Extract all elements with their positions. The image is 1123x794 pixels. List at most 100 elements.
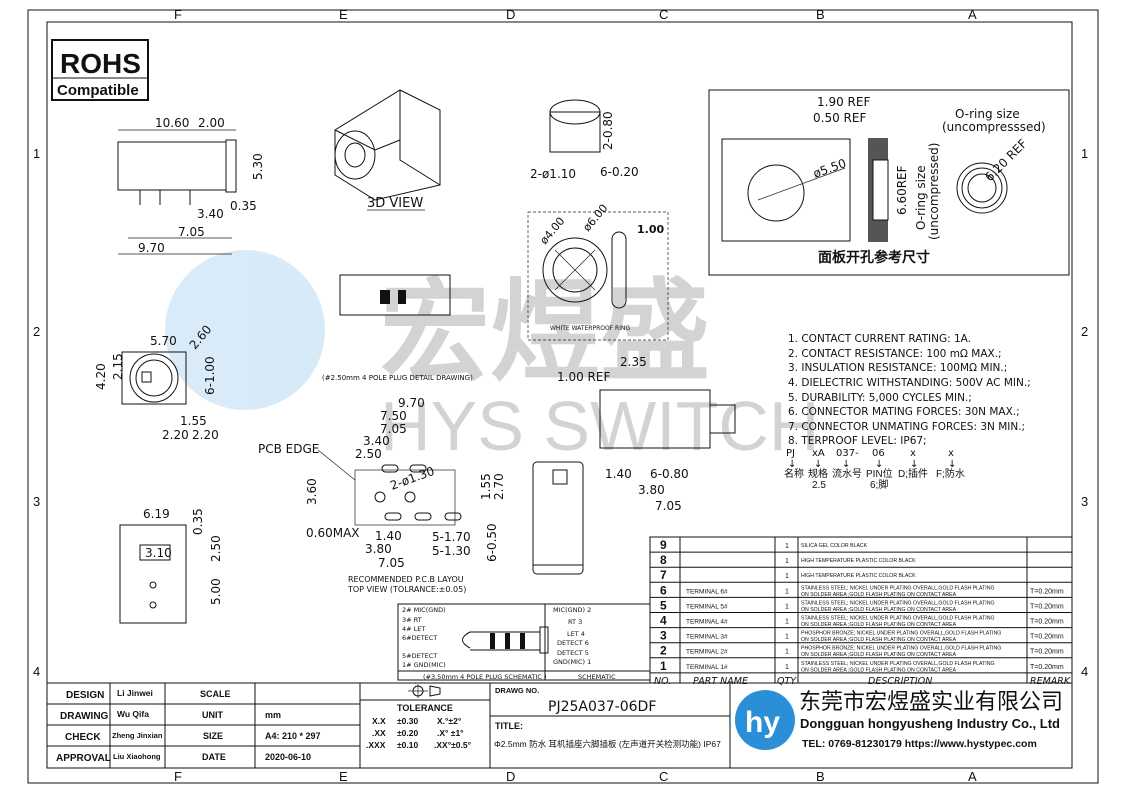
svg-text:2.00: 2.00 — [198, 116, 225, 130]
svg-text:(#3.50mm 4 POLE PLUG SCHEMATIC: (#3.50mm 4 POLE PLUG SCHEMATIC ) — [423, 673, 547, 681]
bom-cell: 3 — [660, 629, 667, 643]
plug-detail-drawing: (#2.50mm 4 POLE PLUG DETAIL DRAWING) — [322, 274, 473, 382]
bom-cell: TERMINAL 2# — [686, 649, 728, 656]
bom-cell: HIGH TEMPERATURE PLASTIC COLOR BLACK — [801, 573, 916, 579]
svg-text:1# GND(MIC): 1# GND(MIC) — [402, 661, 446, 669]
svg-text:±0.20: ±0.20 — [397, 728, 418, 738]
svg-text:1. CONTACT CURRENT RATING: 1A.: 1. CONTACT CURRENT RATING: 1A. — [788, 333, 971, 345]
svg-text:.X° ±1°: .X° ±1° — [437, 728, 464, 738]
svg-text:规格: 规格 — [808, 467, 828, 480]
svg-text:3: 3 — [33, 494, 40, 509]
svg-text:E: E — [339, 769, 348, 784]
rohs-badge: ROHS Compatible — [51, 39, 149, 101]
svg-text:6-0.50: 6-0.50 — [485, 523, 499, 562]
svg-text:3D VIEW: 3D VIEW — [367, 196, 423, 211]
svg-text:2-0.80: 2-0.80 — [601, 111, 615, 150]
svg-text:7.05: 7.05 — [655, 499, 682, 513]
svg-text:↓: ↓ — [948, 459, 956, 470]
bom-cell: 1 — [660, 659, 667, 673]
svg-text:4# LET: 4# LET — [402, 625, 425, 633]
svg-text:GND(MIC) 1: GND(MIC) 1 — [553, 658, 591, 666]
svg-text:PCB EDGE: PCB EDGE — [258, 442, 319, 456]
bom-cell: 1 — [785, 664, 789, 671]
bom-cell: 9 — [660, 538, 667, 552]
bom-cell: 1 — [785, 603, 789, 610]
svg-text:A: A — [968, 769, 977, 784]
bom-cell: 7 — [660, 568, 667, 582]
svg-text:6.20 REF: 6.20 REF — [982, 136, 1030, 184]
bom-cell: PHOSPHOR BRONZE; NICKEL UNDER PLATING OV… — [801, 631, 1001, 637]
svg-text:1.55: 1.55 — [180, 414, 207, 428]
svg-text:9.70: 9.70 — [138, 241, 165, 255]
svg-text:±0.10: ±0.10 — [397, 740, 418, 750]
svg-text:PIN位: PIN位 — [866, 467, 893, 480]
svg-text:10.60: 10.60 — [155, 116, 189, 130]
top-view: 2-0.80 2-ø1.10 6-0.20 — [530, 99, 639, 181]
svg-text:6.19: 6.19 — [143, 507, 170, 521]
svg-text:2. CONTACT RESISTANCE: 100 mΩ: 2. CONTACT RESISTANCE: 100 mΩ MAX.; — [788, 348, 1002, 360]
svg-text:SIZE: SIZE — [203, 731, 223, 741]
svg-text:X.°±2°: X.°±2° — [437, 716, 462, 726]
svg-text:4: 4 — [1081, 664, 1088, 679]
bom-cell: ON SOLDER AREA ;GOLD FLASH PLATING ON CO… — [801, 592, 957, 598]
svg-text:Zheng Jinxian: Zheng Jinxian — [112, 731, 163, 740]
svg-text:6-0.80: 6-0.80 — [650, 467, 689, 481]
svg-text:1: 1 — [1081, 146, 1088, 161]
bom-cell: HIGH TEMPERATURE PLASTIC COLOR BLACK — [801, 558, 916, 564]
svg-text:Liu Xiaohong: Liu Xiaohong — [113, 752, 161, 761]
svg-text:1.00: 1.00 — [637, 223, 664, 236]
svg-text:3# RT: 3# RT — [402, 616, 422, 624]
svg-text:TOLERANCE: TOLERANCE — [397, 703, 453, 713]
svg-text:D: D — [506, 769, 515, 784]
svg-text:5. DURABILITY: 5,000 CYCLES MI: 5. DURABILITY: 5,000 CYCLES MIN.; — [788, 392, 972, 404]
svg-text:0.35: 0.35 — [230, 199, 257, 213]
bom-cell: ON SOLDER AREA ;GOLD FLASH PLATING ON CO… — [801, 637, 957, 643]
bom-cell: TERMINAL 6# — [686, 588, 728, 595]
bom-cell: ON SOLDER AREA ;GOLD FLASH PLATING ON CO… — [801, 622, 957, 628]
svg-text:SCHEMATIC: SCHEMATIC — [578, 673, 616, 681]
svg-text:Wu Qifa: Wu Qifa — [117, 709, 149, 719]
svg-text:TOP VIEW (TOLRANCE:±0.05): TOP VIEW (TOLRANCE:±0.05) — [347, 585, 466, 594]
company-contact: TEL: 0769-81230179 https://www.hystypec.… — [802, 738, 1037, 750]
svg-text:6.60REF: 6.60REF — [895, 165, 909, 215]
company-name-en: Dongguan hongyusheng Industry Co., Ltd — [800, 716, 1060, 731]
bom-cell: 1 — [785, 558, 789, 565]
svg-text:E: E — [339, 7, 348, 22]
svg-text:↓: ↓ — [814, 459, 822, 470]
svg-text:7.50: 7.50 — [380, 409, 407, 423]
svg-text:↓: ↓ — [910, 459, 918, 470]
svg-text:2.15: 2.15 — [111, 353, 125, 380]
svg-text:DRAWG NO.: DRAWG NO. — [495, 686, 539, 695]
svg-text:O-ring size: O-ring size — [914, 165, 928, 230]
bom-cell: 1 — [785, 619, 789, 626]
socket-front-view — [532, 461, 584, 575]
bom-cell: 4 — [660, 614, 667, 628]
svg-text:C: C — [659, 769, 668, 784]
bom-cell: PHOSPHOR BRONZE; NICKEL UNDER PLATING OV… — [801, 646, 1001, 652]
svg-text:.XXX: .XXX — [366, 740, 386, 750]
svg-text:DATE: DATE — [202, 752, 226, 762]
bom-cell: T=0.20mm — [1030, 619, 1064, 626]
svg-text:2.20: 2.20 — [162, 428, 189, 442]
svg-text:6#DETECT: 6#DETECT — [402, 634, 437, 642]
svg-text:A: A — [968, 7, 977, 22]
bom-header: DESCRIPTION — [868, 676, 932, 687]
svg-text:2.50: 2.50 — [209, 535, 223, 562]
svg-text:DESIGN: DESIGN — [66, 690, 104, 701]
svg-text:1.90 REF: 1.90 REF — [817, 95, 870, 109]
svg-text:7.05: 7.05 — [378, 556, 405, 570]
drawing-title: Φ2.5mm 防水 耳机插座六脚插板 (左声道开关检测功能) IP67 — [494, 739, 721, 749]
svg-text:6-1.00: 6-1.00 — [203, 356, 217, 395]
svg-text:2-ø1.10: 2-ø1.10 — [530, 167, 576, 181]
svg-text:6;脚: 6;脚 — [870, 478, 888, 491]
bom-cell: 5 — [660, 598, 667, 612]
svg-text:2.5: 2.5 — [812, 480, 826, 491]
company-name-cn: 东莞市宏煜盛实业有限公司 — [799, 689, 1063, 714]
svg-text:5-1.70: 5-1.70 — [432, 530, 471, 544]
